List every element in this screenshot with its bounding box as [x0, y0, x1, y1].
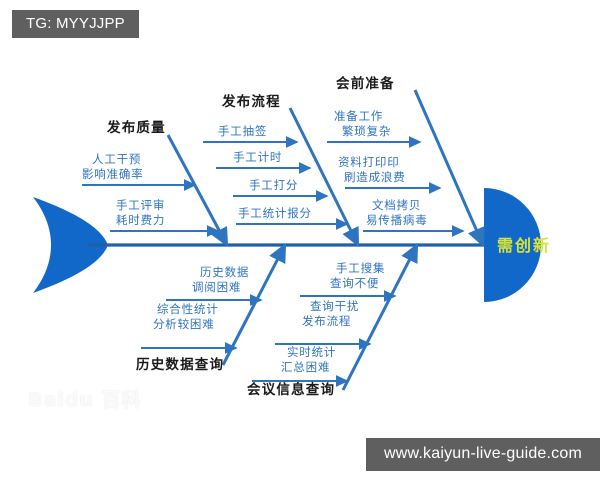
cause-line: 手工打分 — [249, 178, 298, 192]
cause-line: 手工统计报分 — [238, 206, 312, 220]
category-label: 会前准备 — [336, 75, 395, 92]
cause-item: 资料打印印 刷造成浪费 — [338, 155, 442, 194]
category-label: 发布流程 — [221, 93, 281, 110]
cause-item: 手工计时 — [216, 150, 312, 174]
cause-item: 准备工作 繁琐复杂 — [327, 109, 422, 148]
cause-line: 查询不便 — [330, 276, 379, 290]
head-label: 需创新 — [497, 236, 551, 255]
category-bottom-1: 历史数据查询 历史数据 调阅困难 综合性统计 分析较困难 — [136, 242, 287, 373]
category-label: 发布质量 — [106, 119, 166, 136]
tg-watermark-tag: TG: MYYJJPP — [12, 10, 139, 38]
category-top-2: 发布流程 手工抽签 手工计时 手工打分 手工统计报分 — [203, 93, 360, 248]
cause-item: 综合性统计 分析较困难 — [141, 302, 238, 354]
category-top-3: 会前准备 准备工作 繁琐复杂 资料打印印 刷造成浪费 文档拷贝 易传播病毒 — [327, 75, 485, 248]
cause-line: 分析较困难 — [153, 317, 215, 331]
category-bone — [166, 134, 229, 248]
cause-item: 实时统计 汇总困难 — [252, 345, 349, 387]
cause-line: 文档拷贝 — [372, 198, 421, 212]
cause-line: 调阅困难 — [192, 280, 241, 294]
cause-line: 汇总困难 — [281, 360, 330, 374]
cause-line: 影响准确率 — [82, 167, 144, 181]
cause-line: 刷造成浪费 — [344, 170, 406, 184]
cause-line: 繁琐复杂 — [342, 124, 391, 138]
cause-line: 耗时费力 — [116, 213, 165, 227]
cause-line: 易传播病毒 — [366, 213, 428, 227]
cause-line: 资料打印印 — [338, 155, 400, 169]
cause-line: 手工计时 — [233, 150, 282, 164]
cause-line: 手工搜集 — [336, 261, 385, 275]
category-bottom-2: 会议信息查询 手工搜集 查询不便 查询干扰 发布流程 实时统计 汇总困难 — [247, 242, 419, 398]
fish-head: 需创新 — [484, 188, 551, 302]
cause-item: 手工搜集 查询不便 — [300, 261, 397, 302]
category-label: 历史数据查询 — [136, 356, 224, 373]
cause-line: 历史数据 — [200, 265, 249, 279]
cause-item: 手工打分 — [233, 178, 329, 202]
category-bone — [341, 242, 419, 391]
cause-line: 准备工作 — [334, 109, 383, 123]
cause-item: 手工抽签 — [203, 124, 299, 148]
cause-item: 手工统计报分 — [236, 206, 349, 230]
cause-item: 文档拷贝 易传播病毒 — [363, 198, 465, 237]
cause-item: 历史数据 调阅困难 — [166, 265, 263, 306]
cause-item: 人工干预 影响准确率 — [82, 152, 197, 191]
url-watermark: www.kaiyun-live-guide.com — [366, 438, 600, 471]
cause-line: 手工抽签 — [218, 124, 267, 138]
fish-tail — [33, 197, 108, 293]
category-label: 会议信息查询 — [247, 381, 335, 398]
cause-line: 查询干扰 — [310, 299, 359, 313]
cause-item: 查询干扰 发布流程 — [275, 299, 372, 350]
cause-line: 发布流程 — [302, 314, 351, 328]
cause-line: 人工干预 — [92, 152, 141, 166]
category-bone — [413, 89, 485, 248]
cause-line: 实时统计 — [287, 345, 336, 359]
cause-line: 综合性统计 — [157, 302, 219, 316]
category-top-1: 发布质量 人工干预 影响准确率 手工评审 耗时费力 — [82, 119, 229, 248]
cause-item: 手工评审 耗时费力 — [110, 198, 220, 237]
cause-line: 手工评审 — [116, 198, 165, 212]
